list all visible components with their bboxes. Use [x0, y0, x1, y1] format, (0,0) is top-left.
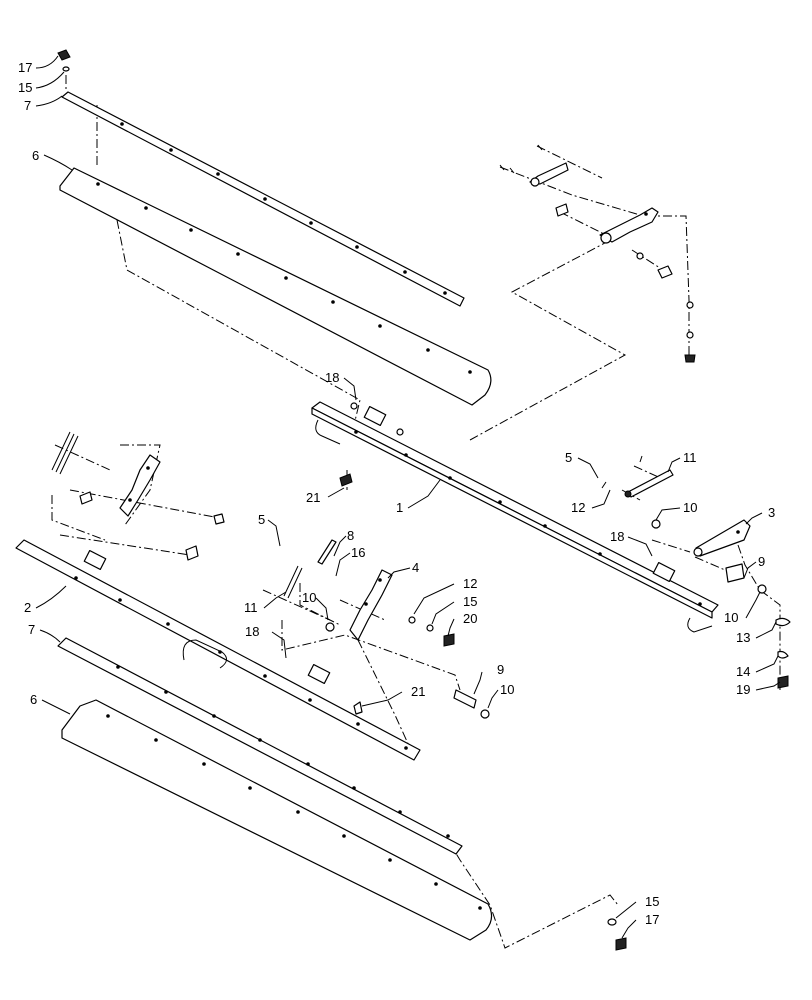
callout-label: 19	[736, 682, 750, 697]
callout-label: 11	[244, 600, 258, 615]
callout-label: 17	[645, 912, 659, 927]
callout-label: 13	[736, 630, 750, 645]
rubber-flap-upper	[59, 167, 492, 406]
callout-label: 5	[258, 512, 265, 527]
callout-label: 16	[351, 545, 365, 560]
callout-label: 21	[411, 684, 425, 699]
wear-strip-upper	[61, 91, 465, 307]
callout-label: 18	[325, 370, 339, 385]
rubber-flap-lower	[61, 699, 493, 941]
mount-bracket-upper-right	[499, 144, 696, 363]
wear-strip-lower	[57, 637, 463, 855]
callout-label: 10	[500, 682, 514, 697]
callout-label: 7	[24, 98, 31, 113]
callout-label: 14	[736, 664, 750, 679]
callout-label: 17	[18, 60, 32, 75]
callout-label: 12	[571, 500, 585, 515]
callout-label: 9	[497, 662, 504, 677]
callout-label: 9	[758, 554, 765, 569]
callout-label: 18	[610, 529, 624, 544]
main-bar-1	[311, 401, 719, 633]
callout-leaders	[35, 55, 781, 939]
callout-label: 15	[18, 80, 32, 95]
center-lines	[51, 75, 781, 949]
callout-label: 8	[347, 528, 354, 543]
callout-label: 10	[724, 610, 738, 625]
callout-label: 4	[412, 560, 419, 575]
hinge-plate-4	[283, 539, 490, 719]
bolt-upper	[57, 49, 71, 72]
bracket-left-hinge	[51, 431, 225, 561]
callout-label: 10	[302, 590, 316, 605]
callout-label: 2	[24, 600, 31, 615]
callout-label: 12	[463, 576, 477, 591]
callout-label: 3	[768, 505, 775, 520]
bar-2-lower	[15, 539, 421, 761]
callout-label: 6	[32, 148, 39, 163]
callout-label: 6	[30, 692, 37, 707]
callout-label: 21	[306, 490, 320, 505]
callout-label: 11	[683, 450, 697, 465]
callout-label: 7	[28, 622, 35, 637]
right-hardware	[601, 455, 791, 689]
callout-label: 1	[396, 500, 403, 515]
callout-label: 18	[245, 624, 259, 639]
callout-labels: 17 15 7 6 18 21 1 5 11 12 10 3 18 9 10 1…	[18, 60, 775, 927]
callout-label: 20	[463, 611, 477, 626]
callout-label: 15	[463, 594, 477, 609]
callout-label: 15	[645, 894, 659, 909]
callout-label: 10	[683, 500, 697, 515]
callout-label: 5	[565, 450, 572, 465]
bolt-lower	[607, 918, 627, 951]
